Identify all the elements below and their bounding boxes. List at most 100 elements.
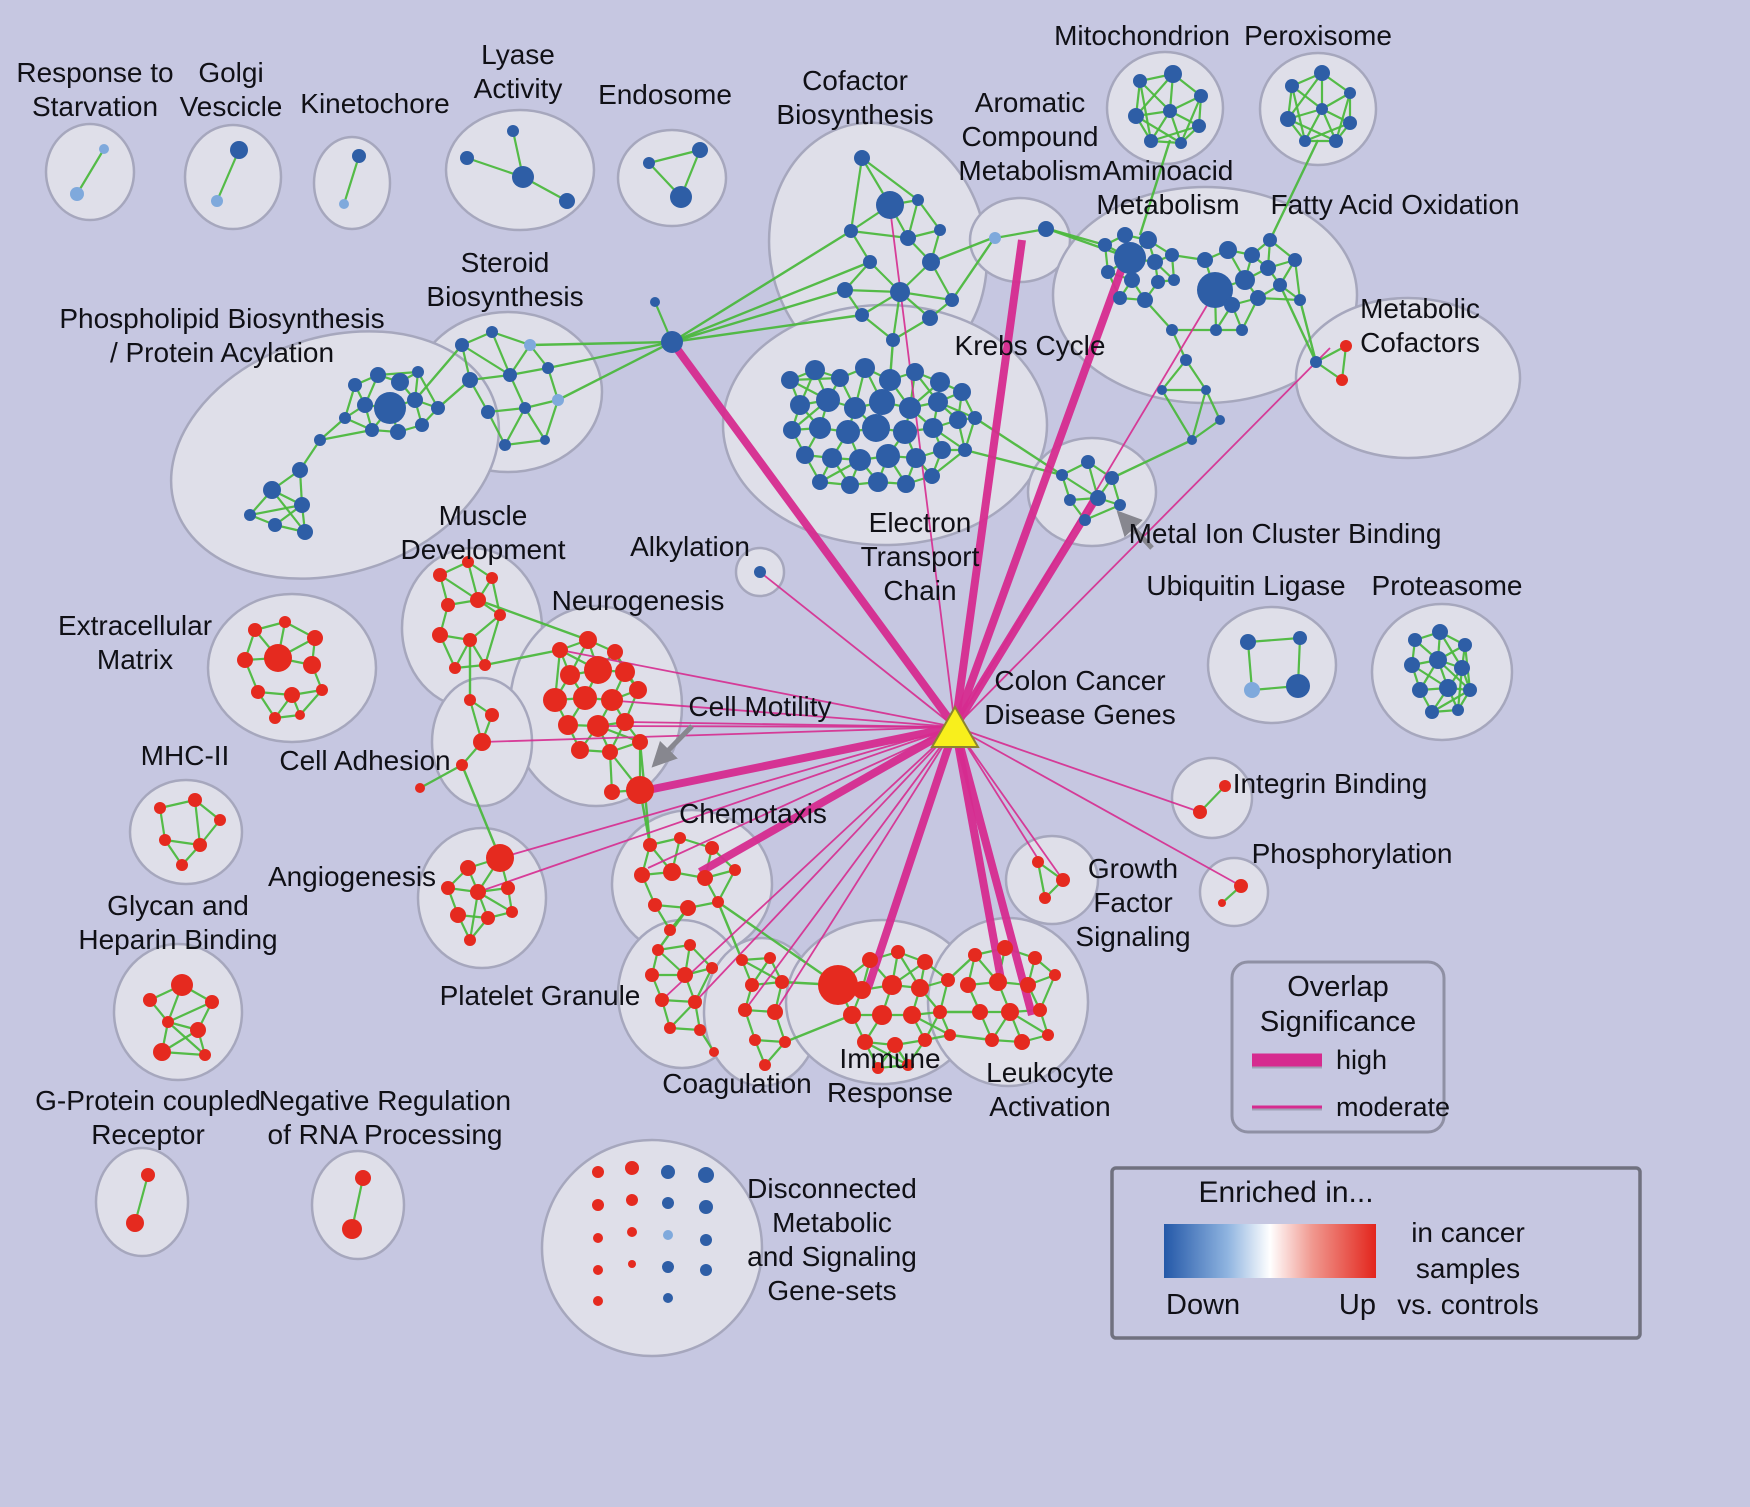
gene-set-node-aminoacid-metabolism-fatty-acid-oxidation (1260, 260, 1276, 276)
gene-set-node-electron-transport-chain-krebs-cycle (868, 472, 888, 492)
cluster-label-line: Heparin Binding (78, 924, 277, 955)
gene-set-node-electron-transport-chain-krebs-cycle (928, 392, 948, 412)
gene-set-node-glycan-and-heparin-binding (190, 1022, 206, 1038)
gene-set-node-ubiquitin-ligase (1286, 674, 1310, 698)
cluster-label-line: / Protein Acylation (110, 337, 334, 368)
cluster-label-line: Chemotaxis (679, 798, 827, 829)
gene-set-node-chemotaxis (663, 863, 681, 881)
gene-set-node-mitochondrion (1175, 137, 1187, 149)
cluster-label-line: Cofactors (1360, 327, 1480, 358)
green-edge-peroxisome (1304, 121, 1351, 143)
gene-set-node-phospholipid-biosynthesis-protein-acylation (348, 378, 362, 392)
gene-set-node-electron-transport-chain-krebs-cycle (968, 411, 982, 425)
green-edge-growth-factor-signaling (1036, 861, 1047, 899)
gene-set-node-neurogenesis-cell-motility (626, 776, 654, 804)
gene-set-node-immune-response (882, 975, 902, 995)
gene-set-node-electron-transport-chain-krebs-cycle (816, 388, 840, 412)
magenta-edge-moderate (499, 726, 956, 859)
gene-set-node-electron-transport-chain-krebs-cycle (923, 418, 943, 438)
cluster-label-line: Mitochondrion (1054, 20, 1230, 51)
magenta-edge-moderate (481, 726, 956, 743)
cluster-label-line: Cell Motility (688, 691, 831, 722)
green-edge-cofactor-biosynthesis (917, 199, 941, 231)
gene-set-node-leukocyte-activation (960, 977, 976, 993)
green-edge-muscle-development (490, 577, 502, 616)
gene-set-node-phosphorylation (1234, 879, 1248, 893)
gene-set-node-disconnected-gene-sets (662, 1197, 674, 1209)
gene-set-node-electron-transport-chain-krebs-cycle (796, 446, 814, 464)
gene-set-node-steroid-biosynthesis (486, 326, 498, 338)
gene-set-node-growth-factor-signaling (1056, 873, 1070, 887)
gene-set-node-electron-transport-chain-krebs-cycle (906, 363, 924, 381)
magenta-edge-moderate (661, 726, 956, 1001)
gene-set-node-platelet-granule (709, 1047, 719, 1057)
gene-set-node-proteasome (1463, 683, 1477, 697)
gene-set-node-integrin-binding (1193, 805, 1207, 819)
gene-set-node-cofactor-biosynthesis (945, 293, 959, 307)
gene-set-node-glycan-and-heparin-binding (162, 1016, 174, 1028)
cluster-ellipse-disconnected-gene-sets (540, 1138, 764, 1358)
gene-set-node-extracellular-matrix (264, 644, 292, 672)
gene-set-node-neurogenesis-cell-motility (552, 642, 568, 658)
green-bridge-edge (460, 764, 502, 859)
gene-set-node-electron-transport-chain-krebs-cycle (958, 443, 972, 457)
cluster-label-line: Activity (474, 73, 563, 104)
cluster-label-line: of RNA Processing (268, 1119, 503, 1150)
gene-set-node-steroid-biosynthesis (455, 338, 469, 352)
magenta-edge-high (951, 725, 1036, 1017)
gene-set-node-proteasome (1452, 704, 1464, 716)
gene-set-node-neurogenesis-cell-motility (560, 665, 580, 685)
green-edge-steroid-biosynthesis (504, 438, 546, 447)
gene-set-node-endosome (670, 186, 692, 208)
gene-set-node-leukocyte-activation (968, 948, 982, 962)
gene-set-node-electron-transport-chain-krebs-cycle (933, 441, 951, 459)
legend-enriched-title: Enriched in... (1198, 1176, 1373, 1209)
gene-set-node-phospholipid-biosynthesis-protein-acylation (263, 481, 281, 499)
green-bridge-edge (1278, 284, 1318, 363)
cluster-label-line: Development (401, 534, 566, 565)
magenta-edge-high (951, 239, 1026, 728)
green-edge-immune-response (864, 1041, 909, 1066)
green-edge-aminoacid-metabolism-fatty-acid-oxidation (1191, 419, 1221, 441)
cluster-label-line: Aminoacid (1103, 155, 1234, 186)
gene-set-node-angiogenesis (460, 860, 476, 876)
gene-set-node-immune-response (857, 1034, 873, 1050)
gene-set-node-steroid-biosynthesis (519, 402, 531, 414)
legend-enriched-box (1110, 1166, 1642, 1340)
gene-set-node-metal-ion-cluster-binding (1114, 499, 1126, 511)
gene-set-node-g-protein-coupled-receptor (141, 1168, 155, 1182)
gene-set-node-cofactor-biosynthesis (890, 282, 910, 302)
gene-set-node-disconnected-gene-sets (627, 1227, 637, 1237)
gene-set-node-aminoacid-metabolism-fatty-acid-oxidation (1210, 324, 1222, 336)
gene-set-node-platelet-granule (655, 993, 669, 1007)
green-bridge-edge (1138, 139, 1172, 236)
overlap-edges (477, 207, 1331, 1017)
magenta-edge-moderate (954, 726, 1041, 863)
gene-set-node-aminoacid-metabolism-fatty-acid-oxidation (1137, 292, 1153, 308)
green-edge-peroxisome (1334, 92, 1352, 142)
cluster-label-line: Fatty Acid Oxidation (1270, 189, 1519, 220)
gene-set-node-metabolic-cofactors (1310, 356, 1322, 368)
gene-set-nodes (70, 65, 1477, 1306)
cluster-label-line: Steroid (461, 247, 550, 278)
cluster-label-line: Endosome (598, 79, 732, 110)
gene-set-node-angiogenesis (481, 911, 495, 925)
gene-set-node-electron-transport-chain-krebs-cycle (841, 476, 859, 494)
cluster-label-line: Metabolic (1360, 293, 1480, 324)
gene-set-node-electron-transport-chain-krebs-cycle (783, 421, 801, 439)
gene-set-node-coagulation (775, 975, 789, 989)
gene-set-node-peroxisome (1343, 116, 1357, 130)
gene-set-node-cell-adhesion (456, 759, 468, 771)
green-bridge-edge (529, 340, 673, 347)
green-edge-peroxisome (1290, 85, 1307, 142)
gene-set-node-disconnected-gene-sets (700, 1234, 712, 1246)
gene-set-node-phospholipid-biosynthesis-protein-acylation (365, 423, 379, 437)
gene-set-node-chemotaxis (643, 838, 657, 852)
green-bridge-edge (414, 344, 463, 401)
gene-set-node-disconnected-gene-sets (699, 1200, 713, 1214)
legend-note-line: vs. controls (1397, 1289, 1539, 1320)
